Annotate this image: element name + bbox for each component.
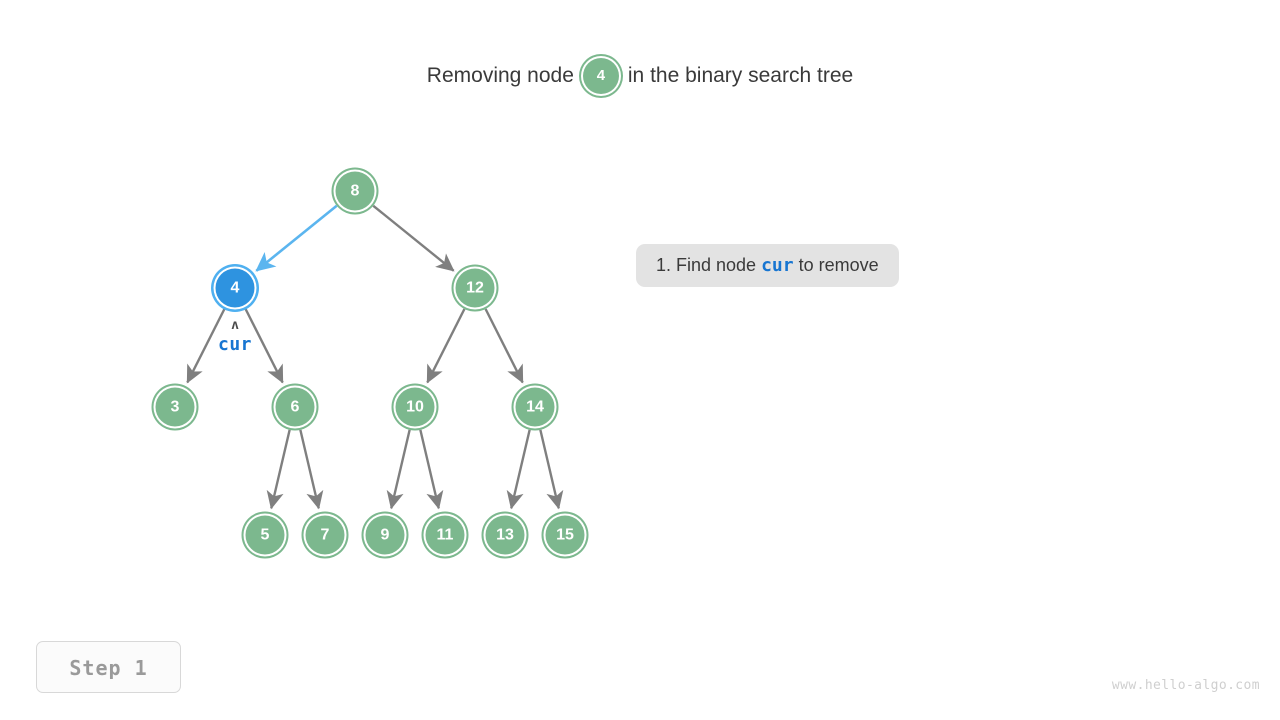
cur-pointer: ʌ cur — [217, 318, 253, 355]
tree-edge-6-to-7 — [299, 429, 324, 510]
title-text-after: in the binary search tree — [627, 64, 854, 87]
tree-edge-4-to-6 — [244, 308, 284, 384]
tree-edge-8-to-12 — [372, 204, 455, 272]
callout-suffix: to remove — [798, 255, 879, 275]
tree-edge-layer — [186, 204, 564, 510]
tree-edge-12-to-14 — [484, 308, 524, 384]
page-title: Removing node 4 in the binary search tree — [0, 56, 1280, 96]
tree-edge-12-to-10 — [426, 308, 466, 384]
cur-pointer-label: cur — [217, 334, 253, 355]
tree-edge-14-to-15 — [539, 429, 564, 510]
watermark: www.hello-algo.com — [1111, 678, 1260, 693]
tree-node-11[interactable]: 11 — [423, 513, 467, 557]
tree-node-7[interactable]: 7 — [303, 513, 347, 557]
tree-edge-10-to-11 — [419, 429, 444, 510]
tree-edge-8-to-4 — [255, 204, 338, 272]
step-description-callout: 1. Find node cur to remove — [636, 244, 899, 287]
tree-node-13[interactable]: 13 — [483, 513, 527, 557]
tree-edge-14-to-13 — [506, 429, 531, 510]
tree-node-15[interactable]: 15 — [543, 513, 587, 557]
tree-node-9[interactable]: 9 — [363, 513, 407, 557]
callout-prefix: 1. Find node — [656, 255, 757, 275]
tree-node-4[interactable]: 4 — [213, 266, 257, 310]
tree-edge-10-to-9 — [386, 429, 411, 510]
tree-node-3[interactable]: 3 — [153, 385, 197, 429]
caret-icon: ʌ — [231, 318, 239, 333]
title-inline-node: 4 — [580, 56, 621, 96]
tree-node-6[interactable]: 6 — [273, 385, 317, 429]
tree-node-14[interactable]: 14 — [513, 385, 557, 429]
tree-node-10[interactable]: 10 — [393, 385, 437, 429]
tree-node-5[interactable]: 5 — [243, 513, 287, 557]
step-badge: Step 1 — [36, 641, 181, 693]
tree-node-12[interactable]: 12 — [453, 266, 497, 310]
callout-keyword: cur — [761, 255, 794, 276]
title-text-before: Removing node — [426, 64, 574, 87]
tree-node-8[interactable]: 8 — [333, 169, 377, 213]
tree-edge-4-to-3 — [186, 308, 226, 384]
tree-edge-6-to-5 — [266, 429, 291, 510]
